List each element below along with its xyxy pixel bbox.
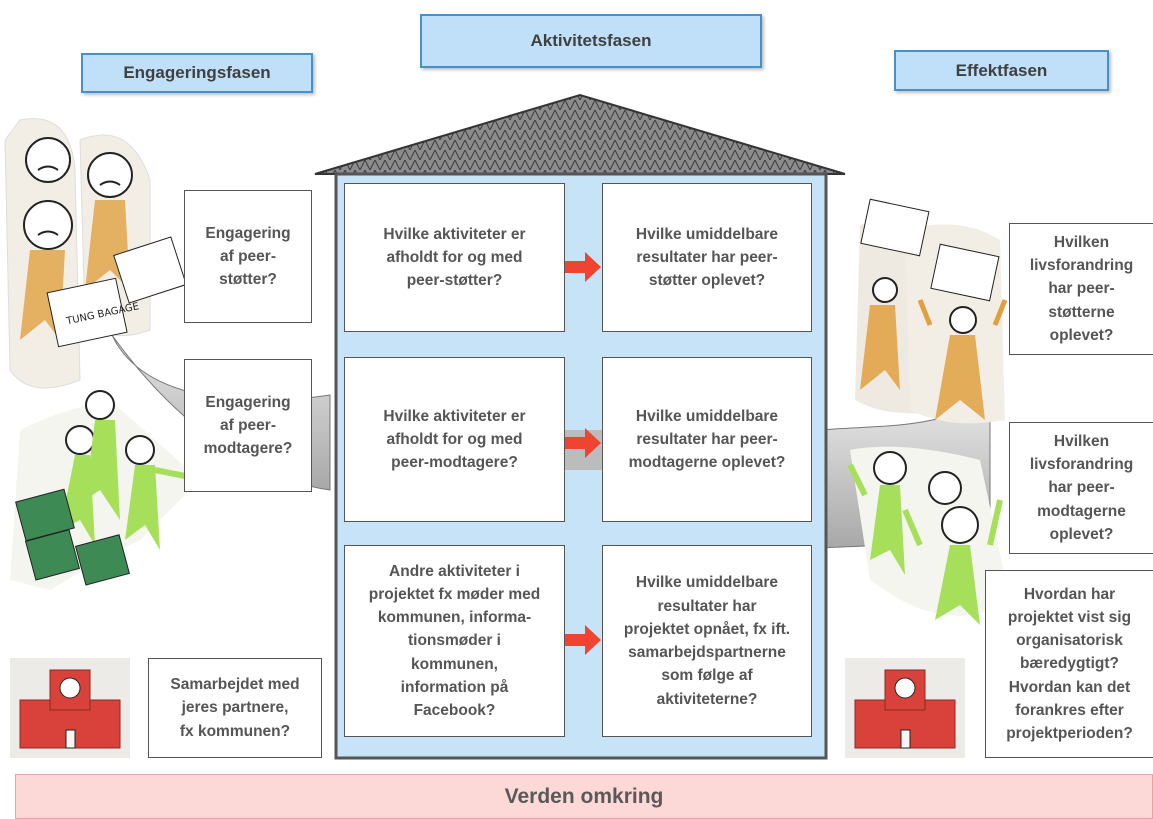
box-text: Hvilke aktiviteter er afholdt for og med… xyxy=(383,225,526,290)
engagement-peer-receivers-box: Engagering af peer- modtagere? xyxy=(184,359,312,492)
phase-label: Aktivitetsfasen xyxy=(530,31,652,50)
partners-collaboration-box: Samarbejdet med jeres partnere, fx kommu… xyxy=(148,658,322,758)
box-text: Andre aktiviteter i projektet fx møder m… xyxy=(368,562,541,720)
box-text: Hvilken livsforandring har peer- støtter… xyxy=(1029,233,1134,344)
green-person-icon xyxy=(10,390,206,590)
activities-peer-supporters-box: Hvilke aktiviteter er afholdt for og med… xyxy=(344,183,565,332)
other-activities-box: Andre aktiviteter i projektet fx møder m… xyxy=(344,545,565,737)
box-text: Engagering af peer- modtagere? xyxy=(203,393,293,458)
box-text: Hvilke umiddelbare resultater har peer- … xyxy=(635,225,779,290)
phase-header-engagement: Engageringsfasen xyxy=(81,53,313,93)
box-text: Hvordan har projektet vist sig organisat… xyxy=(1006,585,1133,743)
results-peer-receivers-box: Hvilke umiddelbare resultater har peer- … xyxy=(602,357,812,522)
results-project-box: Hvilke umiddelbare resultater har projek… xyxy=(602,545,812,737)
sad-person-icon xyxy=(4,118,187,389)
results-peer-supporters-box: Hvilke umiddelbare resultater har peer- … xyxy=(602,183,812,332)
surrounding-world-band: Verden omkring xyxy=(15,774,1153,819)
phase-label: Engageringsfasen xyxy=(123,63,271,82)
town-hall-icon xyxy=(10,658,130,758)
happy-green-person-icon xyxy=(847,446,1010,625)
box-text: Hvilke umiddelbare resultater har projek… xyxy=(623,574,791,708)
box-text: Engagering af peer- støtter? xyxy=(205,224,291,289)
arrow-icon xyxy=(565,252,601,655)
house-roof xyxy=(314,93,846,175)
effect-peer-receivers-box: Hvilken livsforandring har peer- modtage… xyxy=(1009,422,1153,554)
box-text: Hvilke umiddelbare resultater har peer- … xyxy=(628,407,786,472)
box-text: Hvilken livsforandring har peer- modtage… xyxy=(1029,432,1134,543)
footer-label: Verden omkring xyxy=(504,784,664,808)
phase-label: Effektfasen xyxy=(955,60,1048,80)
engagement-peer-supporters-box: Engagering af peer- støtter? xyxy=(184,190,312,323)
town-hall-icon xyxy=(845,658,965,758)
effect-sustainability-box: Hvordan har projektet vist sig organisat… xyxy=(985,570,1153,758)
phase-header-effect: Effektfasen xyxy=(894,50,1109,91)
box-text: Samarbejdet med jeres partnere, fx kommu… xyxy=(170,676,300,740)
phase-header-activity: Aktivitetsfasen xyxy=(420,14,762,68)
happy-person-icon xyxy=(855,198,1008,424)
effect-peer-supporters-box: Hvilken livsforandring har peer- støtter… xyxy=(1009,223,1153,355)
box-text: Hvilke aktiviteter er afholdt for og med… xyxy=(383,407,526,472)
activities-peer-receivers-box: Hvilke aktiviteter er afholdt for og med… xyxy=(344,357,565,522)
